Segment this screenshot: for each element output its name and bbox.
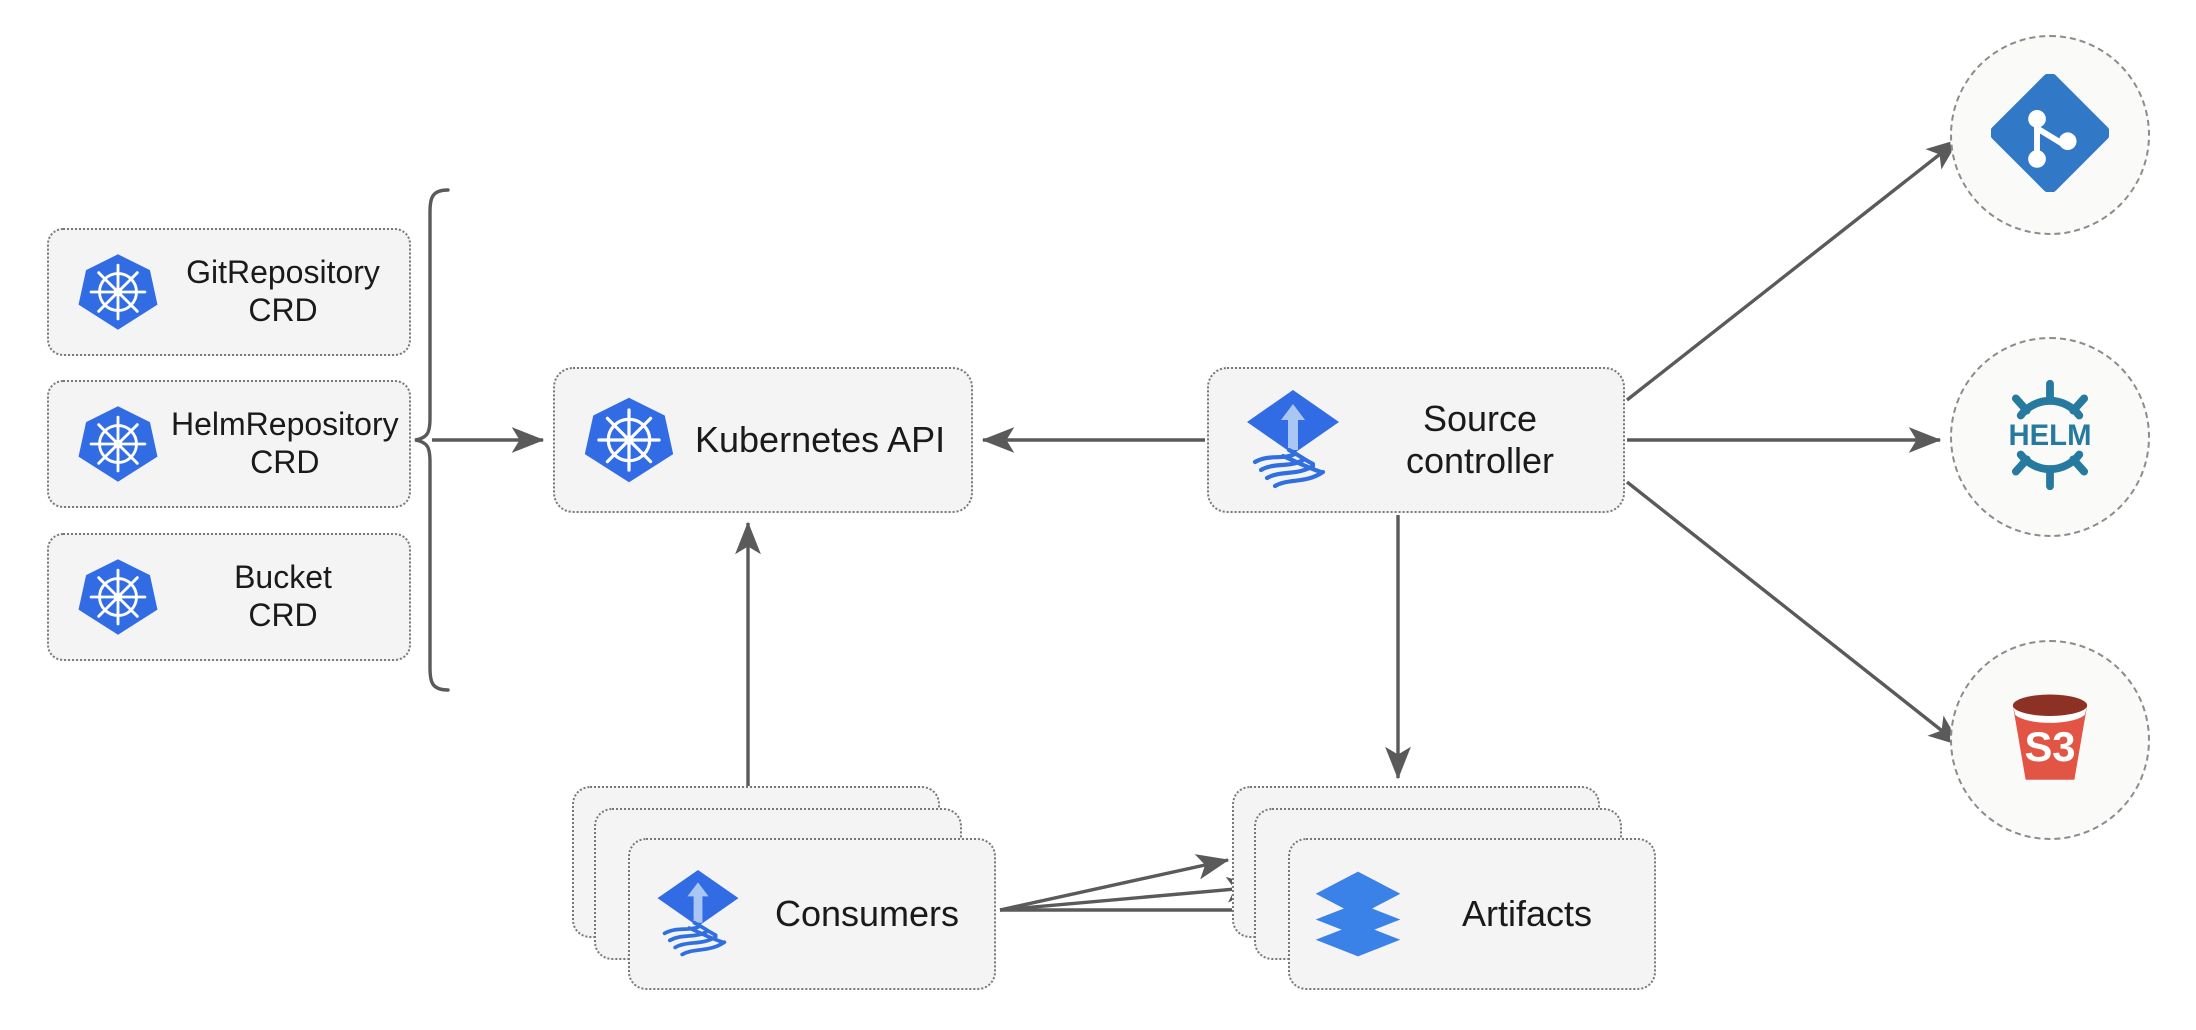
crd-label: GitRepository CRD <box>186 254 380 328</box>
crd-group-brace <box>414 188 450 692</box>
flux-icon <box>646 868 750 960</box>
node-source-controller[interactable]: Source controller <box>1207 367 1625 513</box>
kubernetes-icon <box>65 250 171 334</box>
edge-source-to-s3 <box>1625 480 1962 747</box>
layers-icon <box>1306 866 1410 962</box>
node-artifacts[interactable]: Artifacts <box>1232 786 1672 996</box>
node-label: Source controller <box>1405 397 1555 481</box>
crd-box-bucket[interactable]: Bucket CRD <box>47 533 411 661</box>
target-git[interactable] <box>1950 35 2150 235</box>
node-label: Artifacts <box>1461 893 1593 934</box>
s3-wordmark: S3 <box>2024 723 2075 770</box>
target-s3[interactable]: S3 <box>1950 640 2150 840</box>
git-icon <box>1990 72 2110 197</box>
crd-box-gitrepository[interactable]: GitRepository CRD <box>47 228 411 356</box>
edge-consumers-to-artifacts-1 <box>999 854 1230 912</box>
kubernetes-icon <box>65 402 171 486</box>
kubernetes-icon <box>65 555 171 639</box>
crd-label: HelmRepository CRD <box>171 406 399 480</box>
node-consumers[interactable]: Consumers <box>572 786 1012 996</box>
flux-icon <box>1235 388 1351 492</box>
kubernetes-icon <box>569 393 689 487</box>
artifacts-stack-card-front[interactable]: Artifacts <box>1288 838 1656 990</box>
s3-bucket-icon: S3 <box>1992 680 2108 801</box>
node-kubernetes-api[interactable]: Kubernetes API <box>553 367 973 513</box>
crd-box-helmrepository[interactable]: HelmRepository CRD <box>47 380 411 508</box>
crd-label: Bucket CRD <box>234 559 332 633</box>
helm-icon: HELM <box>1989 374 2111 501</box>
consumers-stack-card-front[interactable]: Consumers <box>628 838 996 990</box>
helm-wordmark: HELM <box>2009 418 2092 451</box>
target-helm[interactable]: HELM <box>1950 337 2150 537</box>
edge-consumers-to-artifacts-2 <box>999 876 1260 912</box>
edge-source-to-git <box>1625 138 1960 402</box>
node-label: Kubernetes API <box>695 418 946 460</box>
node-label: Consumers <box>774 893 960 934</box>
